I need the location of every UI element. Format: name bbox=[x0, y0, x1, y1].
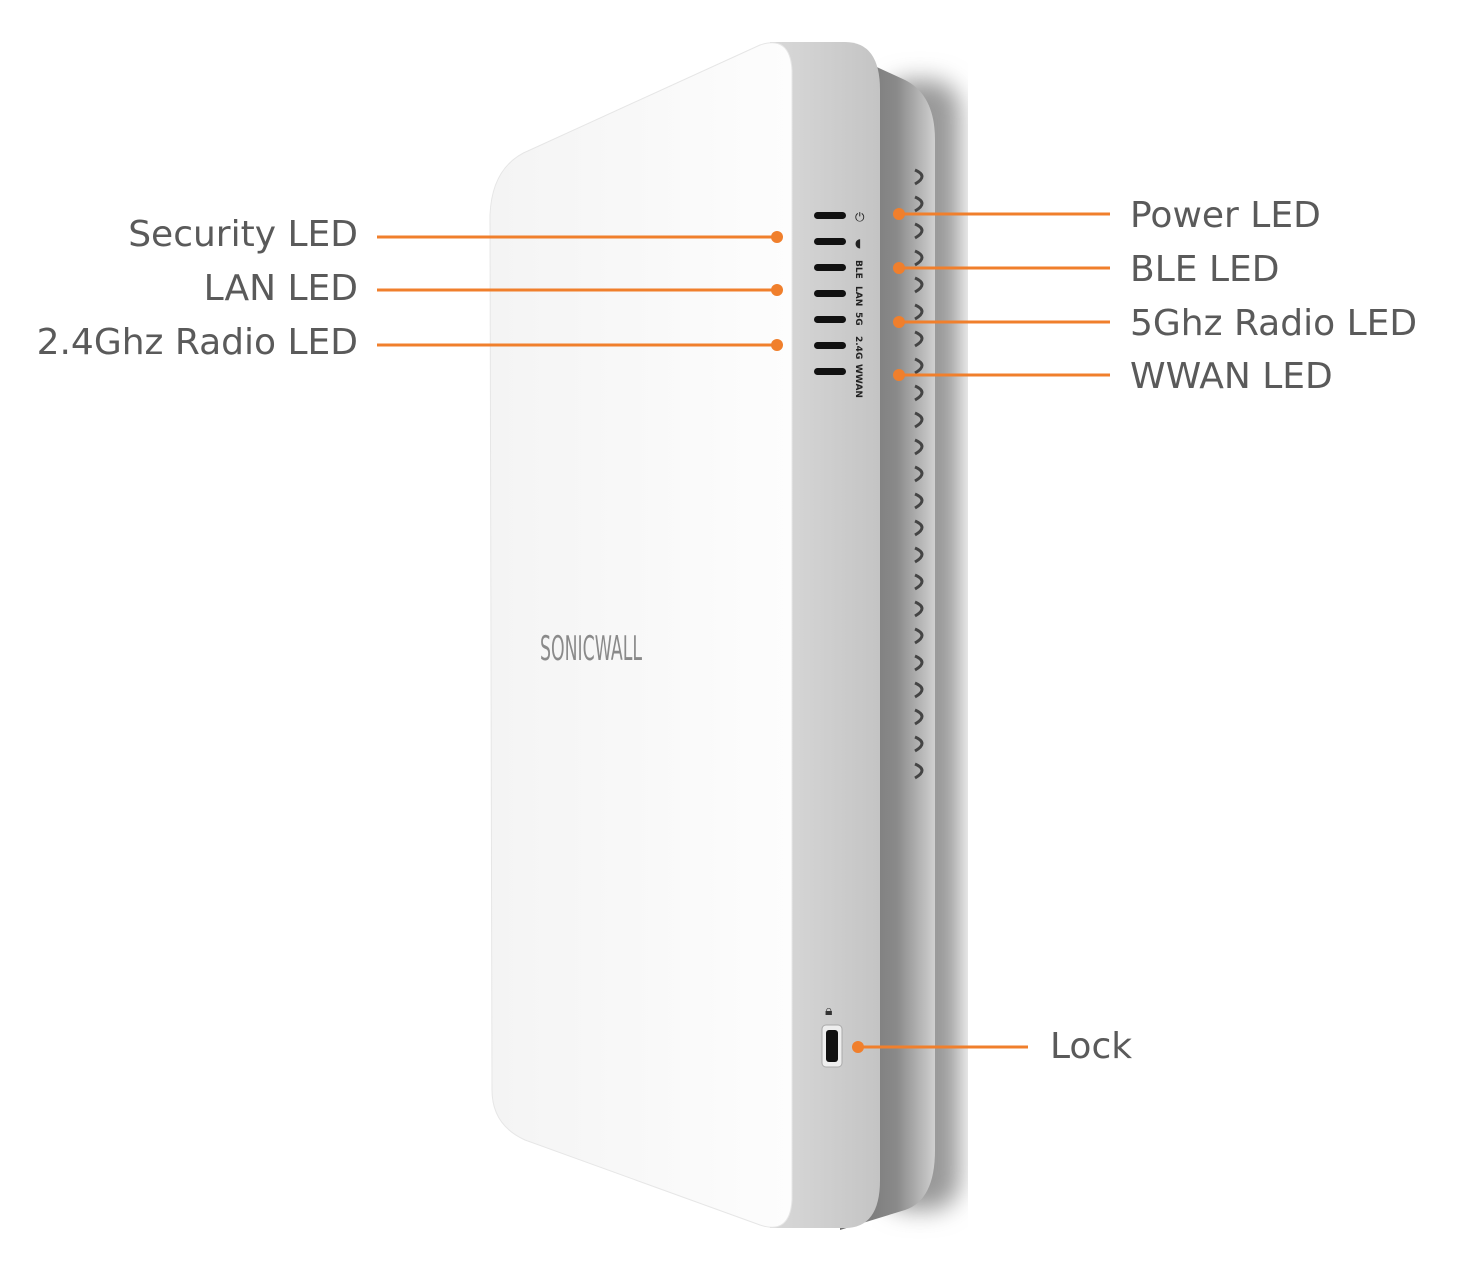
vent-ridge bbox=[914, 735, 924, 753]
label-lock: Lock bbox=[1050, 1026, 1133, 1067]
vent-ridge bbox=[914, 627, 924, 645]
led-slot bbox=[814, 264, 846, 271]
vent-ridge bbox=[914, 762, 924, 780]
vent-ridges bbox=[914, 168, 924, 780]
power-icon: ⏻ bbox=[855, 210, 865, 224]
device-front-face bbox=[489, 42, 793, 1228]
vent-ridge bbox=[914, 465, 924, 483]
vent-ridge bbox=[914, 303, 924, 321]
vent-ridge bbox=[914, 438, 924, 456]
vent-ridge bbox=[914, 195, 924, 213]
led-slot bbox=[814, 290, 846, 297]
led-marking: BLE bbox=[853, 260, 863, 279]
label-5ghz-radio-led: 5Ghz Radio LED bbox=[1130, 303, 1418, 344]
callout-dot bbox=[893, 262, 905, 274]
led-slot bbox=[814, 342, 846, 349]
callout-dot bbox=[852, 1041, 864, 1053]
callout-dot bbox=[893, 316, 905, 328]
vent-ridge bbox=[914, 708, 924, 726]
vent-ridge bbox=[914, 546, 924, 564]
label-security-led: Security LED bbox=[128, 214, 358, 255]
vent-ridge bbox=[914, 600, 924, 618]
vent-ridge bbox=[914, 330, 924, 348]
callout-dot bbox=[771, 284, 783, 296]
callout-dot bbox=[771, 231, 783, 243]
callout-dot bbox=[771, 339, 783, 351]
vent-ridge bbox=[914, 276, 924, 294]
led-slot bbox=[814, 238, 846, 245]
lock-icon: 🔒︎ bbox=[825, 1003, 832, 1019]
device-side-panel bbox=[770, 42, 880, 1228]
vent-ridge bbox=[914, 357, 924, 375]
sonicwall-logo: SONICWALL bbox=[540, 629, 642, 669]
vent-ridge bbox=[914, 681, 924, 699]
vent-ridge bbox=[914, 411, 924, 429]
led-slot bbox=[814, 316, 846, 323]
callout-dot bbox=[893, 369, 905, 381]
vent-ridge bbox=[914, 222, 924, 240]
label-lan-led: LAN LED bbox=[203, 268, 358, 309]
vent-ridge bbox=[914, 492, 924, 510]
label-ble-led: BLE LED bbox=[1130, 249, 1280, 290]
label-24ghz-radio-led: 2.4Ghz Radio LED bbox=[36, 322, 358, 363]
vent-ridge bbox=[914, 519, 924, 537]
vent-ridge bbox=[914, 384, 924, 402]
label-wwan-led: WWAN LED bbox=[1130, 356, 1333, 397]
led-marking: WWAN bbox=[853, 364, 863, 398]
led-marking: LAN bbox=[853, 286, 863, 306]
vent-ridge bbox=[914, 249, 924, 267]
vent-ridge bbox=[914, 168, 924, 186]
led-slot bbox=[814, 212, 846, 219]
led-marking: 5G bbox=[853, 312, 863, 326]
vent-ridge bbox=[914, 654, 924, 672]
shield-icon: ◖ bbox=[855, 236, 861, 250]
led-slot bbox=[814, 368, 846, 375]
lock-slot-hole bbox=[826, 1030, 838, 1062]
label-power-led: Power LED bbox=[1130, 195, 1321, 236]
vent-ridge bbox=[914, 573, 924, 591]
callout-dot bbox=[893, 208, 905, 220]
led-indicators: ⏻ ◖ BLE LAN 5G 2.4G WWAN bbox=[814, 210, 865, 398]
led-marking: 2.4G bbox=[853, 336, 863, 359]
callout-lines bbox=[377, 208, 1110, 1053]
